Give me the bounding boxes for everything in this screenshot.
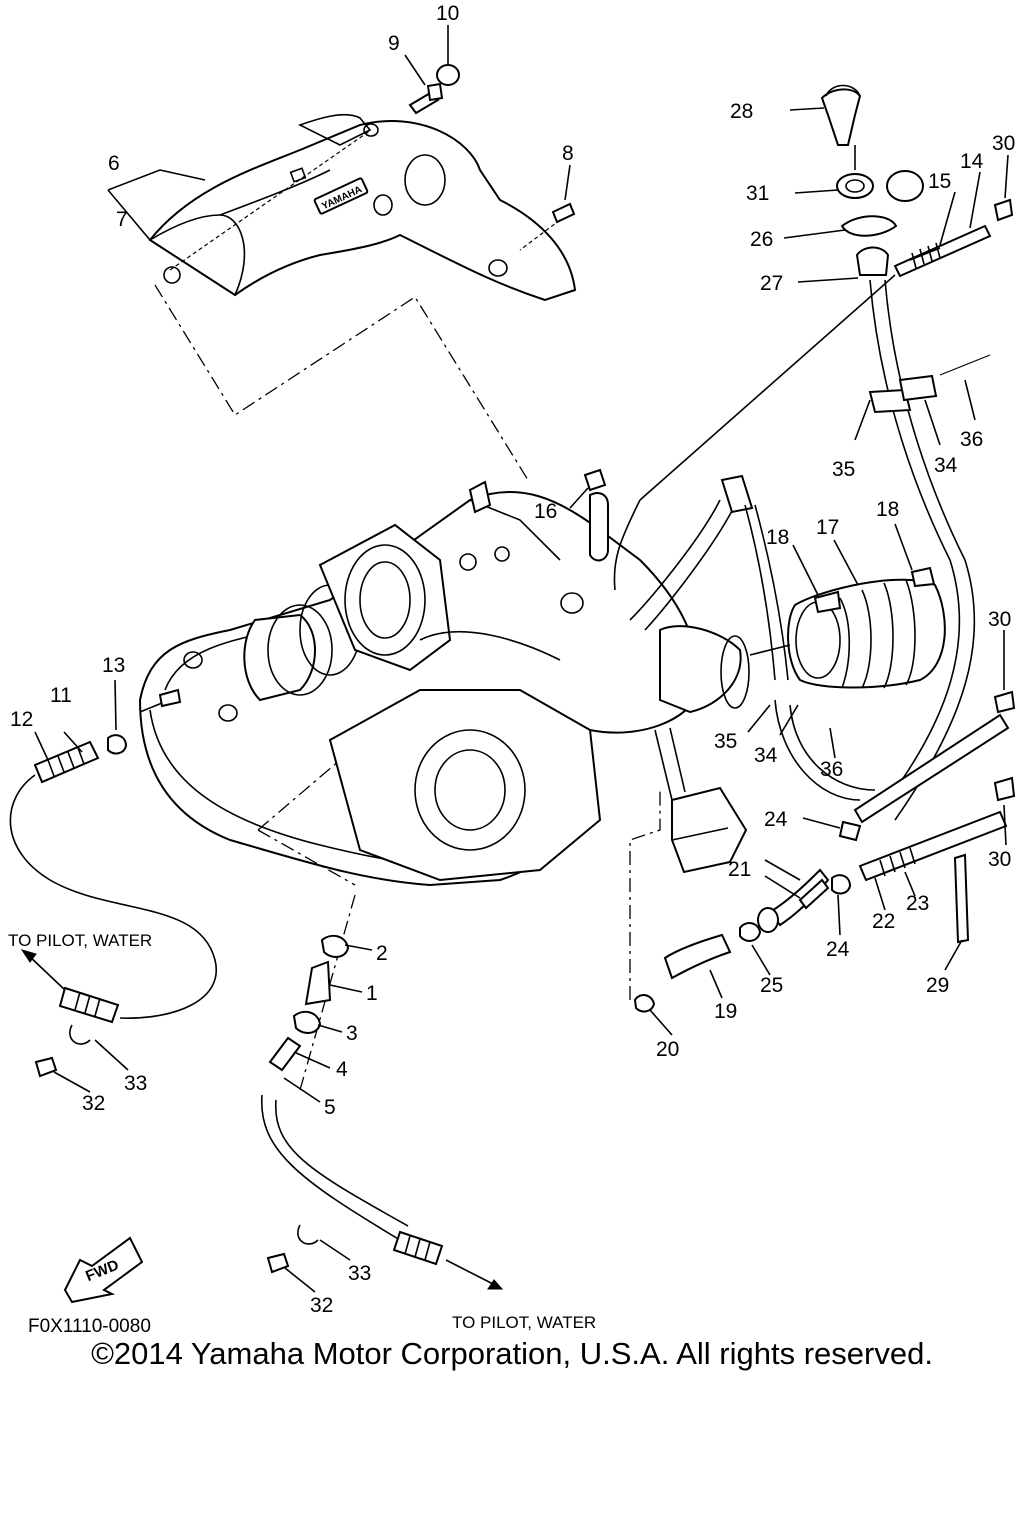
pilot-hose-bottom [261,934,504,1290]
callout-32a: 32 [82,1092,105,1115]
callout-21: 21 [728,858,751,881]
exhaust-cover: YAMAHA [148,113,577,302]
callout-27: 27 [760,272,783,295]
callout-1: 1 [366,982,378,1005]
callout-30a: 30 [992,132,1015,155]
callout-numbers: 2 1 3 4 5 6 7 8 9 10 11 12 13 14 15 16 1… [10,2,1015,1317]
callout-10: 10 [436,2,459,25]
callout-15: 15 [928,170,951,193]
callout-7: 7 [116,208,128,231]
cover-leaders [107,25,576,481]
callout-20: 20 [656,1038,679,1061]
copyright-notice: ©2014 Yamaha Motor Corporation, U.S.A. A… [91,1336,933,1371]
pilot-hose-left [9,734,218,1078]
diagram-code: F0X1110-0080 [28,1316,151,1336]
callout-2: 2 [376,942,388,965]
callout-28: 28 [730,100,753,123]
pipe-16 [583,468,609,562]
exhaust-joint [629,474,946,801]
callout-25: 25 [760,974,783,997]
callout-26: 26 [750,228,773,251]
callout-23: 23 [906,892,929,915]
callout-16: 16 [534,500,557,523]
callout-9: 9 [388,32,400,55]
callout-14: 14 [960,150,984,173]
callout-36b: 36 [820,758,843,781]
callout-34b: 34 [754,744,778,767]
callout-4: 4 [336,1058,348,1081]
callout-18a: 18 [766,526,789,549]
callout-36a: 36 [960,428,983,451]
to-pilot-water-bottom-note: TO PILOT, WATER [452,1313,596,1332]
callout-8: 8 [562,142,574,165]
to-pilot-water-left-note: TO PILOT, WATER [8,931,152,950]
water-lock-box [629,727,748,1000]
callout-35a: 35 [832,458,855,481]
callout-30b: 30 [988,608,1011,631]
callout-13: 13 [102,654,125,677]
callout-29: 29 [926,974,949,997]
fwd-direction-badge: FWD [63,1236,144,1304]
callout-24a: 24 [764,808,788,831]
callout-30c: 30 [988,848,1011,871]
callout-3: 3 [346,1022,358,1045]
callout-17: 17 [816,516,839,539]
callout-18b: 18 [876,498,899,521]
callout-31: 31 [746,182,769,205]
callout-19: 19 [714,1000,737,1023]
callout-33a: 33 [124,1072,147,1095]
callout-6: 6 [108,152,120,175]
callout-24b: 24 [826,938,850,961]
vent-hose-group [613,84,1016,824]
callout-12: 12 [10,708,33,731]
callout-leaders [34,107,1009,1293]
callout-32b: 32 [310,1294,333,1317]
callout-22: 22 [872,910,895,933]
callout-35b: 35 [714,730,737,753]
exhaust-parts-diagram: YAMAHA [8,2,1016,1336]
callout-5: 5 [324,1096,336,1119]
callout-33b: 33 [348,1262,371,1285]
callout-11: 11 [50,684,72,707]
callout-34a: 34 [934,454,958,477]
exhaust-manifold-assembly [138,480,702,1091]
